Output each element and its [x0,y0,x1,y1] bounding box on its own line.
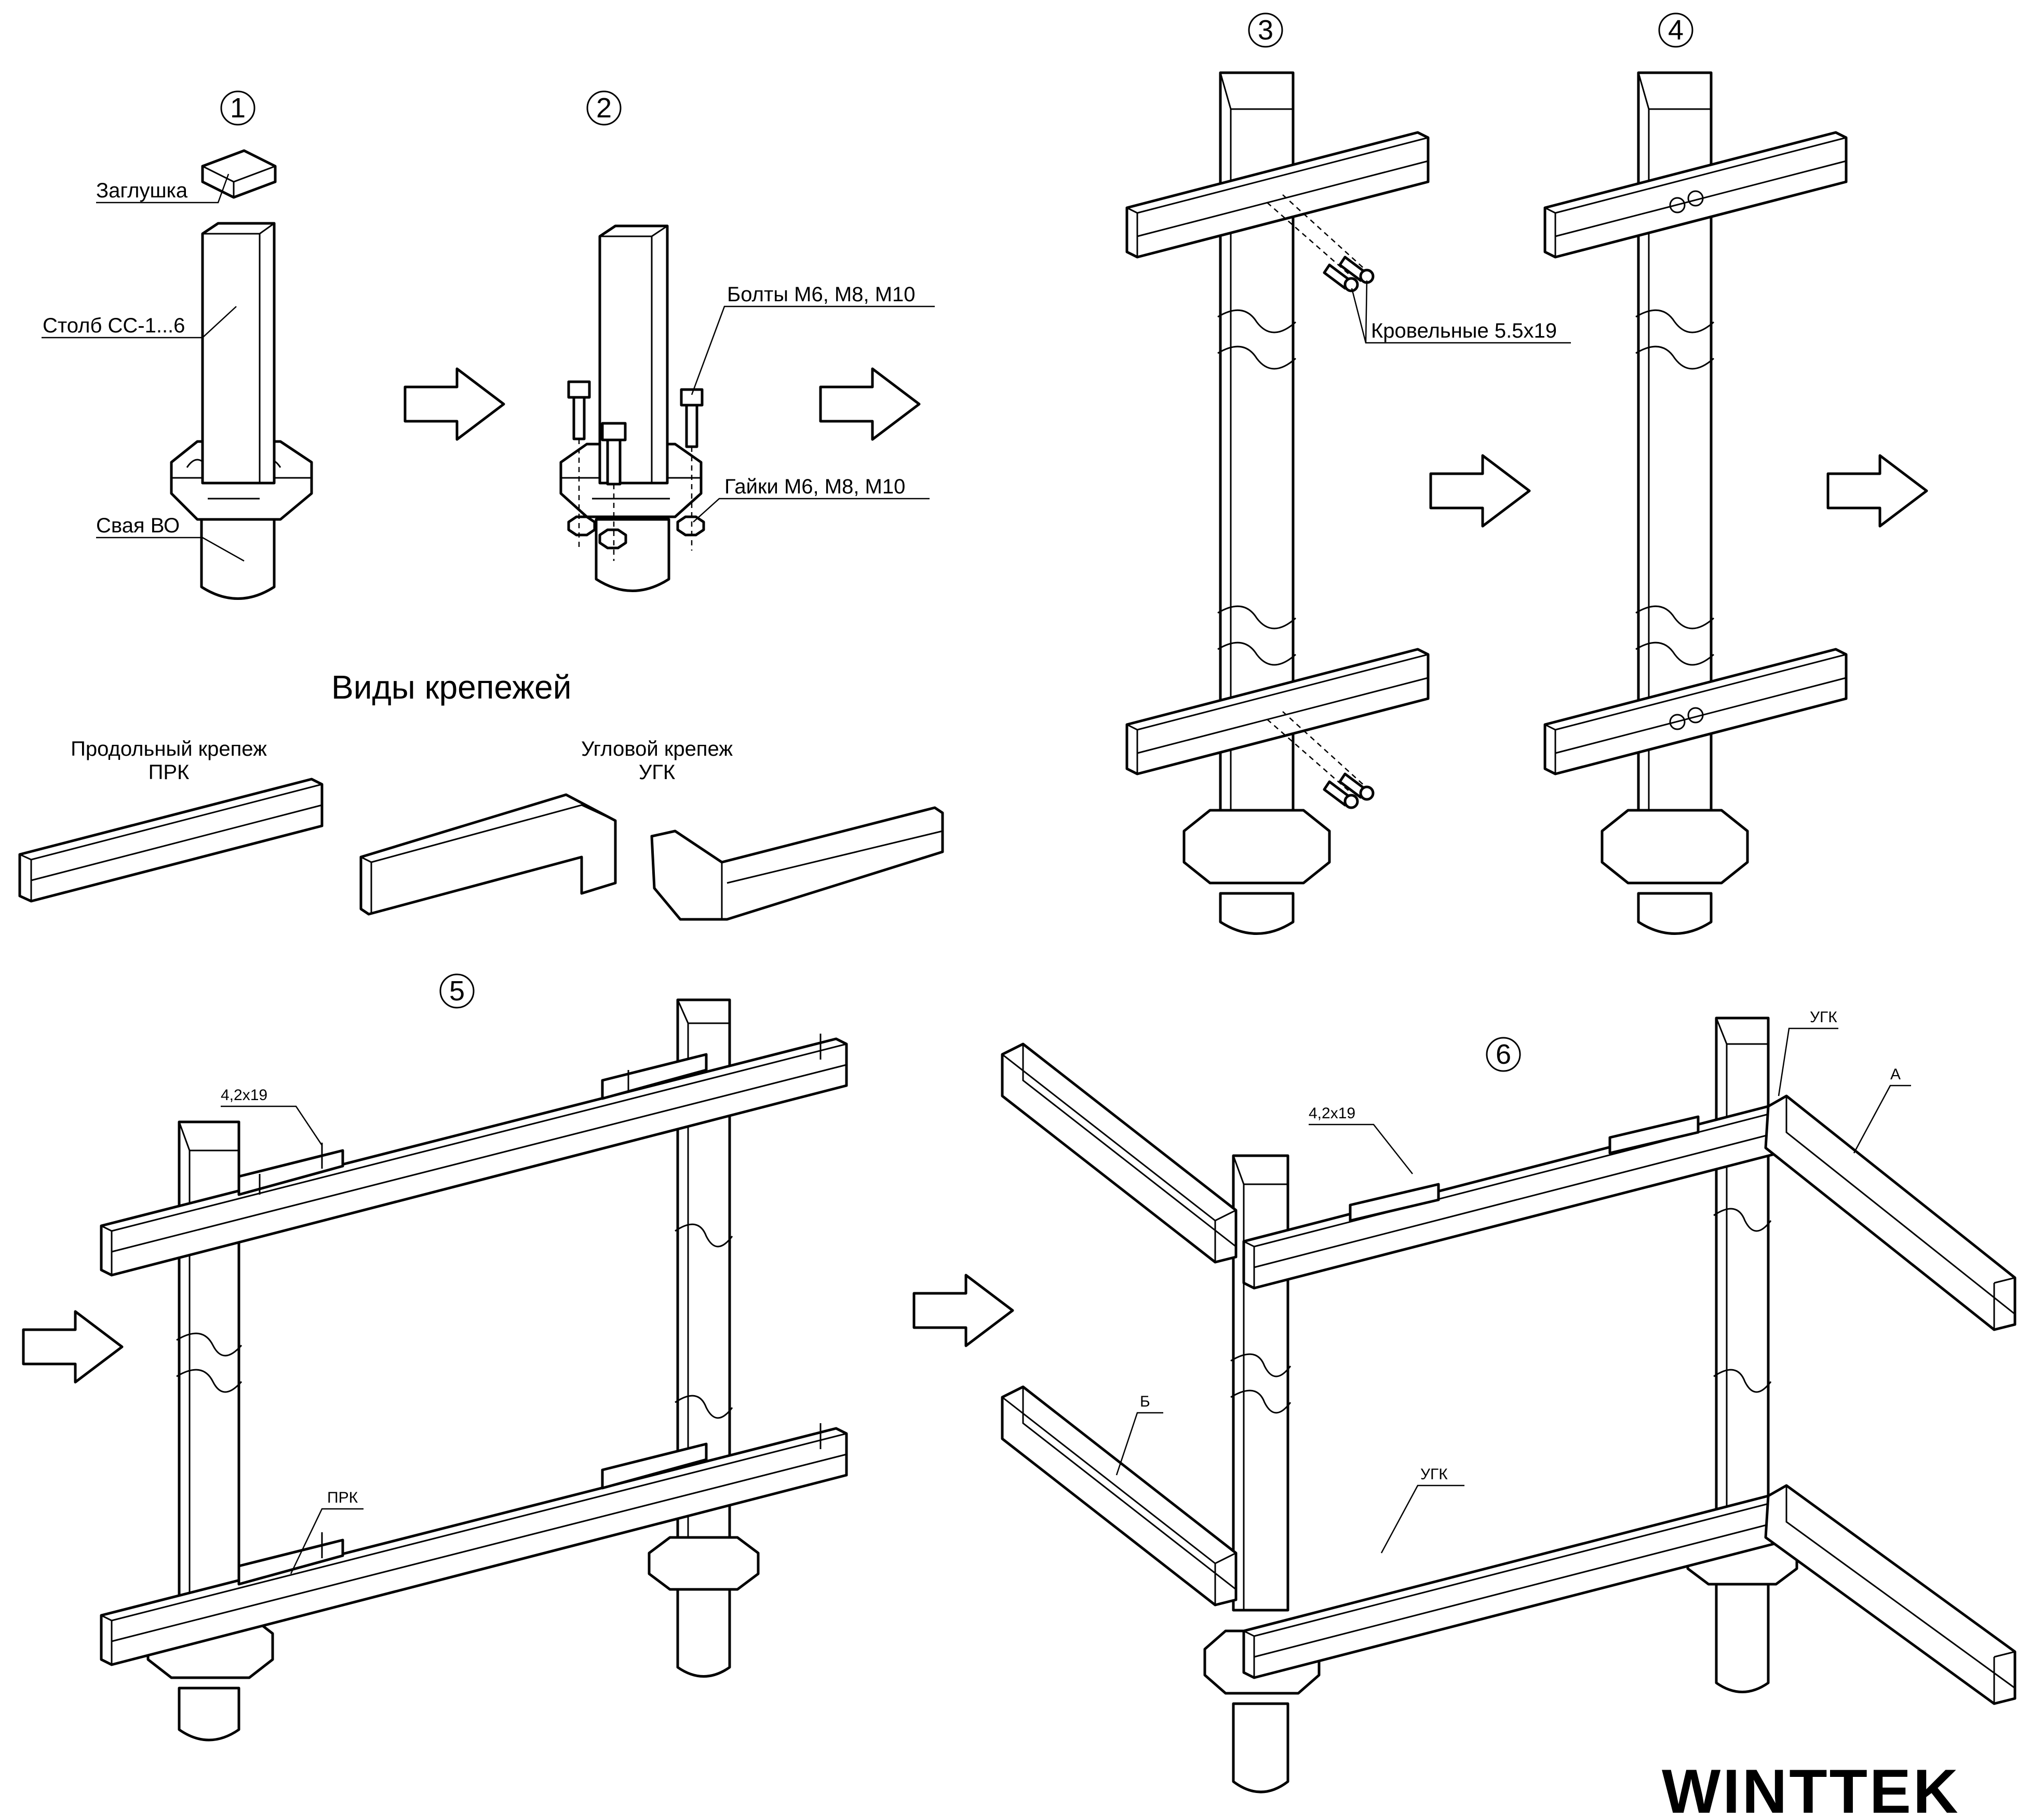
screw-icon [1338,256,1375,284]
step-5-drawing: 4,2х19 ПРК [100,998,848,1742]
step-2-marker: 2 [586,90,622,126]
longitudinal-label-2: ПРК [149,761,190,784]
arrow-right-icon [1826,454,1928,528]
step-4-drawing [1543,71,1848,935]
fasteners-heading: Виды крепежей [331,668,571,706]
tube-b [1001,1385,1238,1607]
step-3-drawing: Кровельные 5.5х19 [1125,71,1571,935]
roof-screws-label: Кровельные 5.5х19 [1371,319,1557,342]
step-3-number: 3 [1258,15,1273,46]
step-3-marker: 3 [1248,12,1283,48]
cap-shape [201,149,277,199]
nut-icon [676,515,705,537]
fastener-types: Виды крепежей Продольный крепеж ПРК Угло… [18,668,944,921]
longitudinal-fastener-prk [18,778,324,903]
screw-label-step5: 4,2х19 [221,1087,267,1104]
ugk-label-bottom: УГК [1420,1466,1448,1483]
tube-a [1764,1094,2016,1331]
longitudinal-label-1: Продольный крепеж [71,738,267,760]
tube-b-label: Б [1140,1393,1150,1410]
cap-label: Заглушка [96,179,188,202]
arrow-right-icon [22,1310,124,1384]
bolt-icon [680,388,704,448]
bolts-label: Болты М6, М8, М10 [727,283,916,306]
nut-icon [598,528,627,550]
tube-a-label: А [1890,1066,1901,1083]
screw-icon [1323,780,1359,809]
step-5-number: 5 [449,975,465,1007]
post-label: Столб СС-1...6 [43,314,185,337]
corner-fastener-ugk-2 [650,806,944,921]
corner-fastener-ugk-1 [359,793,617,916]
step-2-drawing: Болты М6, М8, М10 Гайки М6, М8, М10 [559,224,935,592]
arrow-right-icon [912,1274,1014,1347]
screw-label-step6: 4,2х19 [1309,1105,1355,1122]
step-2-number: 2 [596,92,612,124]
bolt-icon [567,380,591,440]
step-6-number: 6 [1496,1039,1511,1070]
arrow-right-icon [819,367,921,441]
step-1-marker: 1 [220,90,256,126]
screw-icon [1338,772,1375,801]
arrow-right-icon [1429,454,1531,528]
step-4-marker: 4 [1658,12,1693,48]
pile-label: Свая ВО [96,514,180,537]
step-1-number: 1 [230,92,246,124]
step-6-marker: 6 [1486,1037,1521,1072]
post-shape [201,222,276,485]
corner-label-1: Угловой крепеж [581,738,733,760]
nuts-label: Гайки М6, М8, М10 [724,475,905,498]
pile-shape [200,502,276,600]
arrow-right-icon [404,367,505,441]
step-4-number: 4 [1668,15,1684,46]
screw-icon [1323,263,1359,292]
step-5-marker: 5 [439,973,475,1009]
step-6-drawing: УГК А Б УГК 4,2х19 [1001,1009,2016,1794]
step-1-drawing: Заглушка Столб СС-1...6 Свая ВО [42,149,313,600]
corner-label-2: УГК [639,761,676,784]
nut-icon [567,515,596,537]
ugk-label-top: УГК [1810,1009,1837,1026]
winttek-logo: WINTTEK [1662,1757,1960,1820]
prk-label: ПРК [327,1489,358,1506]
